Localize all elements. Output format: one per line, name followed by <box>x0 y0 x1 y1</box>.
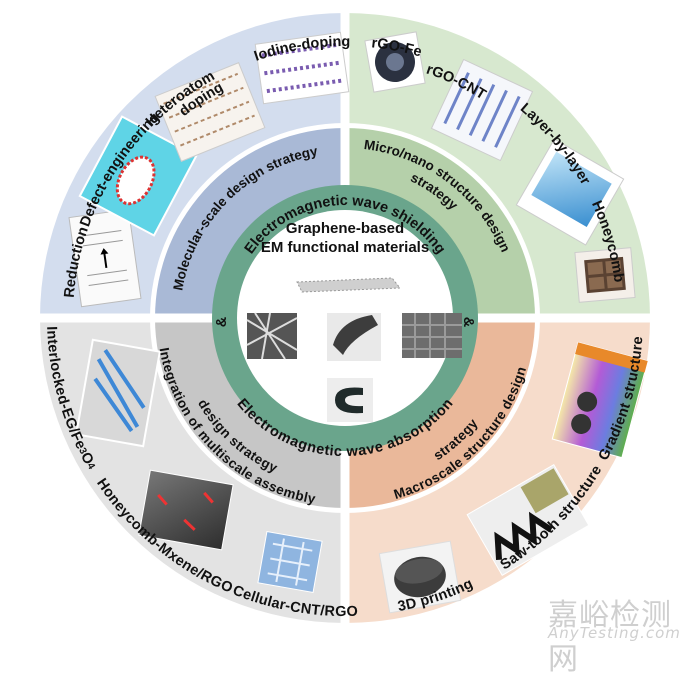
3d-printing-image <box>378 540 462 614</box>
honeycomb-mxene-rgo-image <box>138 469 234 551</box>
defect-engineering-image <box>78 115 198 237</box>
watermark-anytesting: AnyTesting.com <box>548 624 680 642</box>
subscript-3: 3 <box>76 446 89 456</box>
subscript-4: 4 <box>84 461 97 472</box>
gradient-structure-image <box>551 341 649 459</box>
center-title-line2: EM functional materials <box>261 239 429 256</box>
flexible-absorber-image <box>327 378 373 422</box>
interlocked-eg-fe3o4-image <box>75 338 161 448</box>
ring-ampersand-left: & <box>214 316 230 327</box>
graphene-sheet-image <box>296 277 402 293</box>
honeycomb-image <box>574 247 636 303</box>
iodine-doping-image <box>254 31 350 105</box>
heteroatom-doping-image <box>154 62 266 162</box>
rolled-film-image <box>327 313 381 361</box>
cellular-cnt-rgo-image <box>257 530 323 594</box>
layer-by-layer-image <box>515 138 625 246</box>
ring-ampersand-right: & <box>460 317 476 328</box>
rgo-cnt-image <box>430 58 534 162</box>
rgo-fe-image <box>364 31 426 93</box>
porous-foam-image <box>402 313 462 358</box>
saw-tooth-structure-image <box>466 464 590 576</box>
reduction-image <box>68 208 142 308</box>
center-title-line1: Graphene-based <box>286 220 404 237</box>
graphene-em-diagram: Graphene-based EM functional materials E… <box>40 13 650 623</box>
fiber-network-image <box>246 312 298 360</box>
